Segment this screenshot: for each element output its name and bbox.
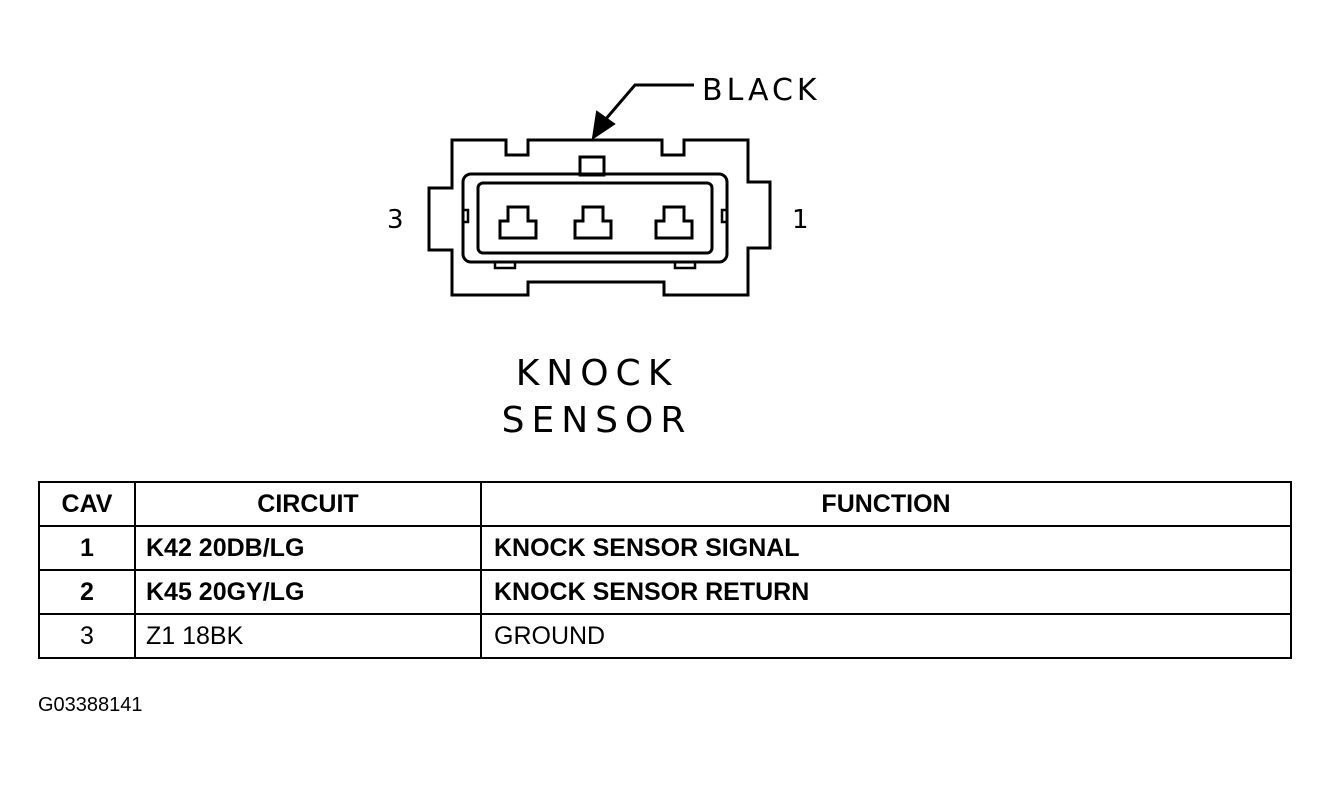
- table-row: 1 K42 20DB/LG KNOCK SENSOR SIGNAL: [38, 525, 1292, 571]
- cell-circuit: K45 20GY/LG: [134, 569, 482, 615]
- cell-circuit: Z1 18BK: [134, 613, 482, 659]
- color-label: BLACK: [702, 73, 821, 108]
- header-function: FUNCTION: [480, 481, 1292, 527]
- inner-notch-left: [493, 262, 517, 270]
- connector-housing: [427, 138, 772, 297]
- cell-function: KNOCK SENSOR RETURN: [480, 569, 1292, 615]
- table-row: 3 Z1 18BK GROUND: [38, 613, 1292, 659]
- inner-key-right: [720, 208, 727, 224]
- cell-cav: 3: [38, 613, 136, 659]
- connector-diagram: BLACK 3 1 KNOCK SENSOR: [387, 73, 821, 441]
- latch-nub: [578, 155, 606, 177]
- cell-function: GROUND: [480, 613, 1292, 659]
- cell-function: KNOCK SENSOR SIGNAL: [480, 525, 1292, 571]
- cavity-3-terminal: [498, 205, 538, 240]
- pinout-table: CAV CIRCUIT FUNCTION 1 K42 20DB/LG KNOCK…: [38, 481, 1292, 659]
- inner-key-left: [463, 208, 470, 224]
- pin-right-label: 1: [792, 205, 809, 235]
- cavity-2-terminal: [573, 205, 613, 240]
- color-leader-arrowhead: [591, 110, 616, 141]
- pin-left-label: 3: [387, 205, 404, 235]
- figure-id: G03388141: [38, 694, 143, 716]
- connector-name-line1: KNOCK: [516, 353, 679, 394]
- connector-name-line2: SENSOR: [502, 400, 693, 441]
- inner-frame-inner: [476, 181, 714, 255]
- connector-drawing: BLACK 3 1 KNOCK SENSOR: [387, 73, 821, 441]
- inner-notch-right: [673, 262, 697, 270]
- cell-circuit: K42 20DB/LG: [134, 525, 482, 571]
- cavity-1-terminal: [654, 205, 694, 240]
- table-header-row: CAV CIRCUIT FUNCTION: [38, 481, 1292, 527]
- header-cav: CAV: [38, 481, 136, 527]
- cell-cav: 2: [38, 569, 136, 615]
- cell-cav: 1: [38, 525, 136, 571]
- color-leader-line: [603, 83, 694, 121]
- header-circuit: CIRCUIT: [134, 481, 482, 527]
- inner-frame-outer: [461, 172, 729, 264]
- table-row: 2 K45 20GY/LG KNOCK SENSOR RETURN: [38, 569, 1292, 615]
